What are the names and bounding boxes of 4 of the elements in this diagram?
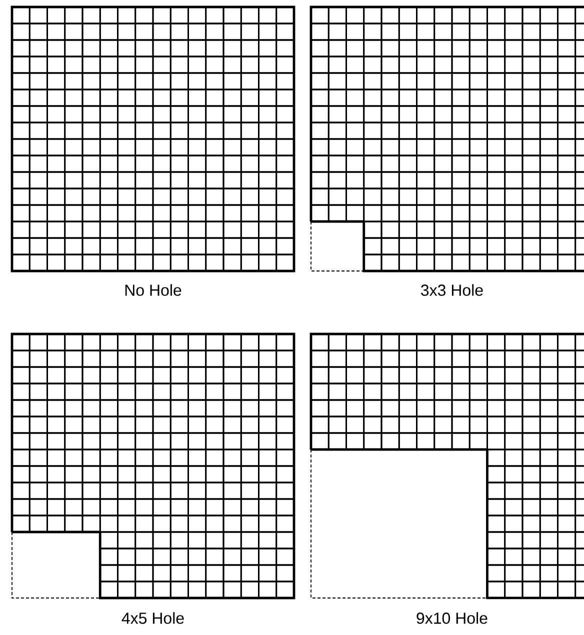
caption: No Hole <box>125 284 182 296</box>
caption: 3x3 Hole <box>421 284 483 296</box>
caption: 9x10 Hole <box>416 612 488 624</box>
caption: 4x5 Hole <box>122 612 184 624</box>
